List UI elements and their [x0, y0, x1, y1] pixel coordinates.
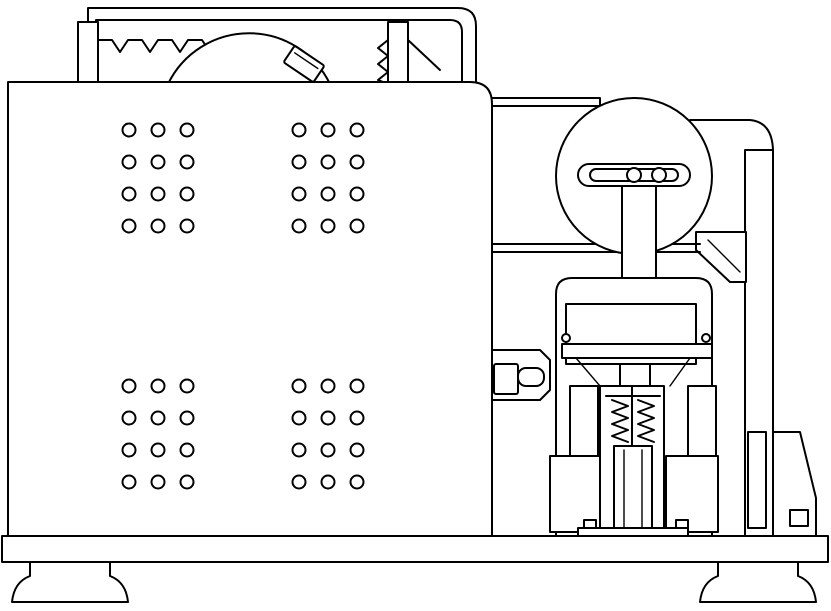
right-die-block	[666, 456, 718, 532]
foot-nut-left-icon	[584, 520, 596, 528]
panel-hole-icon	[181, 476, 194, 489]
spring-housing-foot	[578, 528, 688, 536]
gear-post-brace	[408, 40, 440, 70]
panel-hole-icon	[123, 380, 136, 393]
panel-hole-icon	[152, 476, 165, 489]
panel-hole-icon	[152, 220, 165, 233]
slot-pin-left-icon	[627, 168, 641, 182]
panel-hole-icon	[181, 380, 194, 393]
panel-hole-icon	[152, 188, 165, 201]
panel-hole-icon	[322, 188, 335, 201]
panel-hole-icon	[123, 412, 136, 425]
panel-hole-icon	[322, 476, 335, 489]
panel-hole-icon	[181, 444, 194, 457]
panel-hole-icon	[293, 444, 306, 457]
panel-hole-icon	[152, 156, 165, 169]
panel-hole-icon	[351, 444, 364, 457]
left-foot	[12, 562, 128, 602]
gear-right-teeth	[378, 40, 388, 84]
right-foot	[700, 562, 816, 602]
base-plate	[2, 536, 828, 562]
panel-hole-icon	[123, 444, 136, 457]
panel-hole-icon	[293, 156, 306, 169]
panel-hole-icon	[322, 220, 335, 233]
right-upright-post	[688, 386, 716, 456]
panel-hole-icon	[152, 412, 165, 425]
right-mechanism	[480, 98, 816, 536]
panel-hole-icon	[123, 476, 136, 489]
panel-hole-icon	[293, 380, 306, 393]
side-stop-block	[748, 432, 766, 528]
main-panel-body	[8, 82, 492, 536]
panel-hole-icon	[123, 124, 136, 137]
panel-hole-icon	[351, 124, 364, 137]
panel-hole-icon	[351, 220, 364, 233]
machine-base	[2, 536, 828, 602]
panel-hole-icon	[181, 156, 194, 169]
crossbar-bolt-right-icon	[702, 334, 710, 342]
gear-left-post	[78, 22, 98, 84]
side-latch-knob	[494, 364, 518, 394]
panel-hole-icon	[351, 188, 364, 201]
panel-hole-icon	[293, 220, 306, 233]
center-piston	[614, 446, 652, 534]
gear-right-post	[388, 22, 408, 84]
crossbar-bolt-left-icon	[562, 334, 570, 342]
panel-hole-icon	[322, 380, 335, 393]
main-panel	[8, 82, 550, 536]
top-gear-assembly	[78, 8, 476, 84]
panel-hole-icon	[322, 124, 335, 137]
pendulum-mount-bracket	[696, 232, 746, 282]
panel-hole-icon	[293, 476, 306, 489]
left-upright-post	[570, 386, 598, 456]
panel-hole-icon	[322, 444, 335, 457]
press-plunger	[620, 364, 650, 386]
panel-hole-icon	[123, 220, 136, 233]
panel-hole-icon	[351, 380, 364, 393]
press-crossbar	[562, 344, 712, 358]
right-bracket-pad	[790, 510, 808, 526]
panel-hole-icon	[351, 476, 364, 489]
panel-hole-icon	[322, 412, 335, 425]
panel-hole-icon	[181, 188, 194, 201]
side-latch-pin	[518, 368, 544, 386]
panel-hole-icon	[152, 380, 165, 393]
panel-hole-icon	[181, 220, 194, 233]
panel-hole-icon	[293, 124, 306, 137]
panel-hole-icon	[123, 156, 136, 169]
panel-hole-icon	[152, 444, 165, 457]
panel-hole-icon	[351, 412, 364, 425]
panel-hole-icon	[181, 124, 194, 137]
slot-pin-right-icon	[652, 168, 666, 182]
panel-hole-icon	[293, 188, 306, 201]
panel-hole-icon	[181, 412, 194, 425]
panel-hole-icon	[351, 156, 364, 169]
foot-nut-right-icon	[676, 520, 688, 528]
panel-hole-icon	[322, 156, 335, 169]
panel-hole-icon	[152, 124, 165, 137]
upper-right-rail	[480, 98, 600, 106]
panel-hole-icon	[123, 188, 136, 201]
panel-hole-icon	[293, 412, 306, 425]
